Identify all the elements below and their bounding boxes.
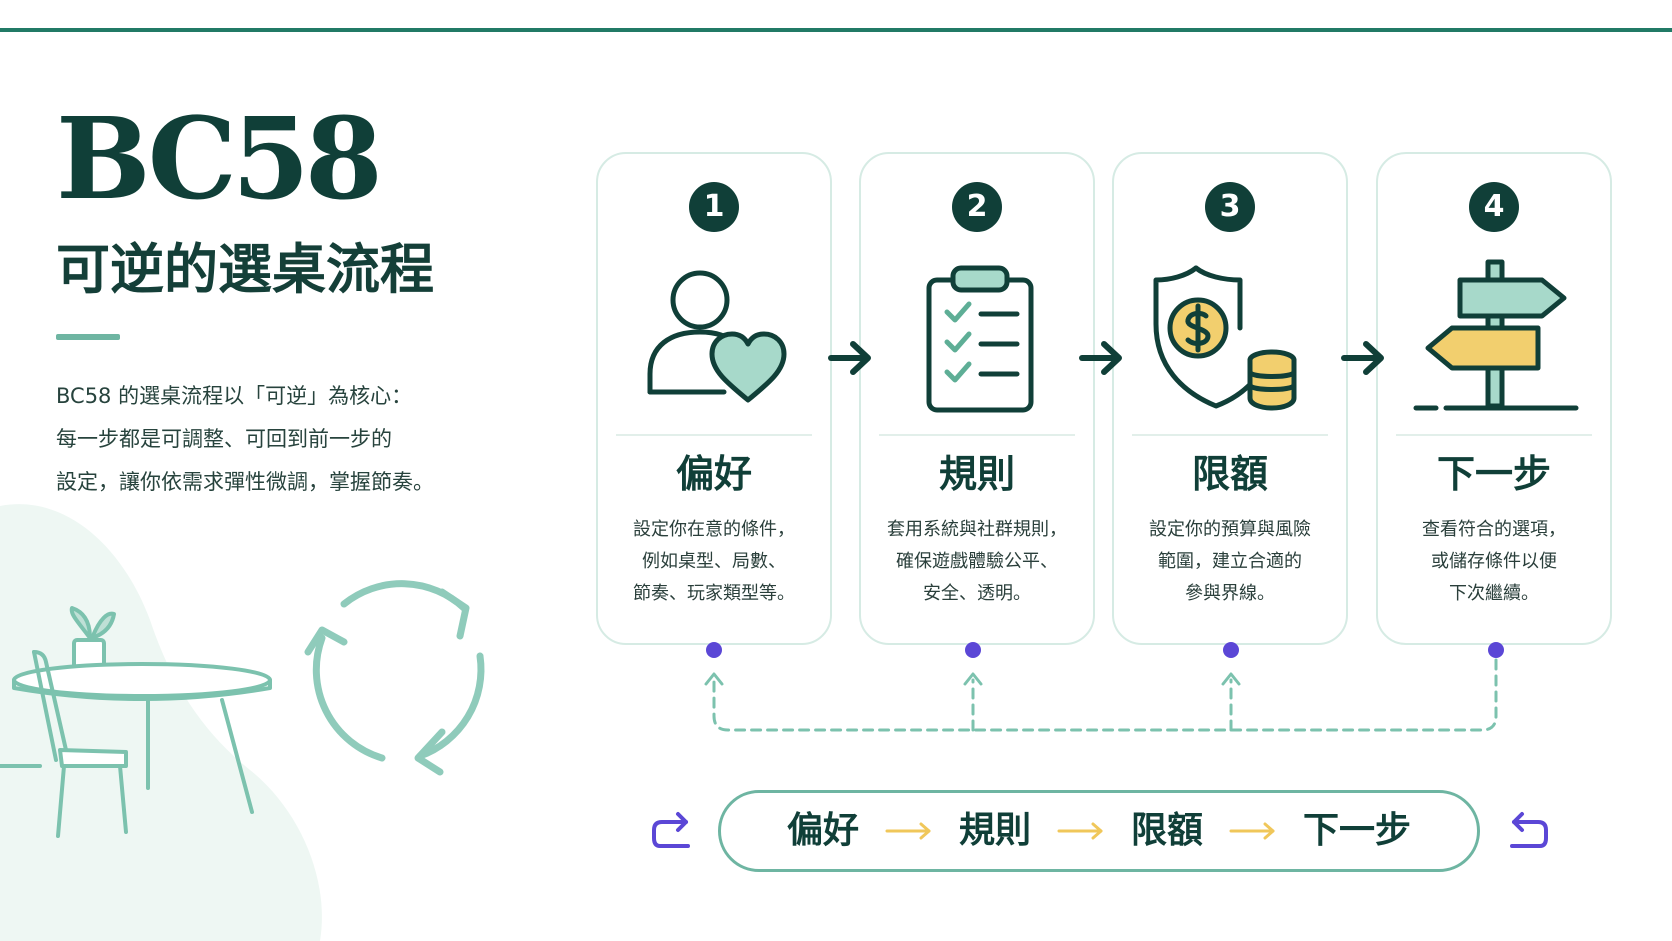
step-divider xyxy=(1396,434,1592,436)
signpost-icon xyxy=(1413,259,1579,411)
step-description-line: 套用系統與社群規則， xyxy=(887,519,1067,540)
step-description-line: 範圍，建立合適的 xyxy=(1158,551,1302,572)
step-card-rules[interactable]: 2 規則 套用系統與社群規則， 確保遊戲體驗公平、 安全、透明。 xyxy=(859,152,1095,645)
table-chair-plant-illustration xyxy=(0,606,272,838)
arrow-right-icon xyxy=(1079,341,1122,375)
undo-arrow-icon[interactable] xyxy=(1506,808,1552,854)
summary-flow-item: 偏好 xyxy=(786,810,859,851)
step-description-line: 參與界線。 xyxy=(1185,583,1275,604)
summary-flow-bar: 偏好 規則 限額 下一步 xyxy=(718,790,1480,872)
arrow-right-icon xyxy=(1229,822,1275,840)
shield-coins-icon xyxy=(1153,265,1297,411)
step-number-badge: 4 xyxy=(1469,182,1519,232)
step-title: 下一步 xyxy=(1436,452,1551,496)
summary-flow-item: 下一步 xyxy=(1303,810,1412,851)
step-title: 限額 xyxy=(1191,452,1268,496)
summary-flow-item: 規則 xyxy=(958,810,1031,851)
step-description-line: 設定你在意的條件， xyxy=(633,519,795,540)
arrow-right-icon xyxy=(1341,341,1384,375)
step-description-line: 或儲存條件以便 xyxy=(1431,551,1557,572)
intro-paragraph: BC58 的選桌流程以「可逆」為核心： 每一步都是可調整、可回到前一步的 設定，… xyxy=(56,375,506,504)
redo-arrow-icon[interactable] xyxy=(648,808,694,854)
step-divider xyxy=(616,434,812,436)
step-number-badge: 3 xyxy=(1205,182,1255,232)
step-description-line: 查看符合的選項， xyxy=(1422,519,1566,540)
summary-flow-item: 限額 xyxy=(1131,810,1204,851)
step-description: 查看符合的選項， 或儲存條件以便 下次繼續。 xyxy=(1388,514,1600,610)
step-description: 設定你在意的條件， 例如桌型、局數、 節奏、玩家類型等。 xyxy=(608,514,820,610)
accent-bar xyxy=(56,334,120,340)
step-description-line: 例如桌型、局數、 xyxy=(642,551,786,572)
step-card-preference[interactable]: 1 偏好 設定你在意的條件， 例如桌型、局數、 節奏、玩家類型等。 xyxy=(596,152,832,645)
top-rule xyxy=(0,28,1672,32)
step-description-line: 安全、透明。 xyxy=(923,583,1031,604)
step-title: 規則 xyxy=(938,452,1015,496)
step-description-line: 下次繼續。 xyxy=(1449,583,1539,604)
brand-title: BC58 xyxy=(56,94,383,225)
intro-line: 每一步都是可調整、可回到前一步的 xyxy=(56,427,392,451)
intro-line: 設定，讓你依需求彈性微調，掌握節奏。 xyxy=(56,470,434,494)
step-description: 設定你的預算與風險 範圍，建立合適的 參與界線。 xyxy=(1124,514,1336,610)
step-number-badge: 2 xyxy=(952,182,1002,232)
step-divider xyxy=(879,434,1075,436)
step-title: 偏好 xyxy=(675,452,752,496)
step-description-line: 節奏、玩家類型等。 xyxy=(633,583,795,604)
person-heart-icon xyxy=(647,270,787,403)
arrow-right-icon xyxy=(1057,822,1103,840)
step-number-badge: 1 xyxy=(689,182,739,232)
step-description-line: 確保遊戲體驗公平、 xyxy=(896,551,1058,572)
clipboard-checklist-icon xyxy=(926,265,1034,413)
step-card-limits[interactable]: 3 限額 設定你的預算與風險 範圍，建立合適的 參與界線。 xyxy=(1112,152,1348,645)
arrow-right-icon xyxy=(828,341,871,375)
step-card-next-step[interactable]: 4 下一步 查看符合的選項， 或儲存條件以便 下次繼續。 xyxy=(1376,152,1612,645)
step-description: 套用系統與社群規則， 確保遊戲體驗公平、 安全、透明。 xyxy=(871,514,1083,610)
step-divider xyxy=(1132,434,1328,436)
step-description-line: 設定你的預算與風險 xyxy=(1149,519,1311,540)
intro-line: BC58 的選桌流程以「可逆」為核心： xyxy=(56,384,413,408)
arrow-right-icon xyxy=(885,822,931,840)
page-subtitle: 可逆的選桌流程 xyxy=(56,238,434,301)
circular-arrows-icon xyxy=(304,580,485,776)
